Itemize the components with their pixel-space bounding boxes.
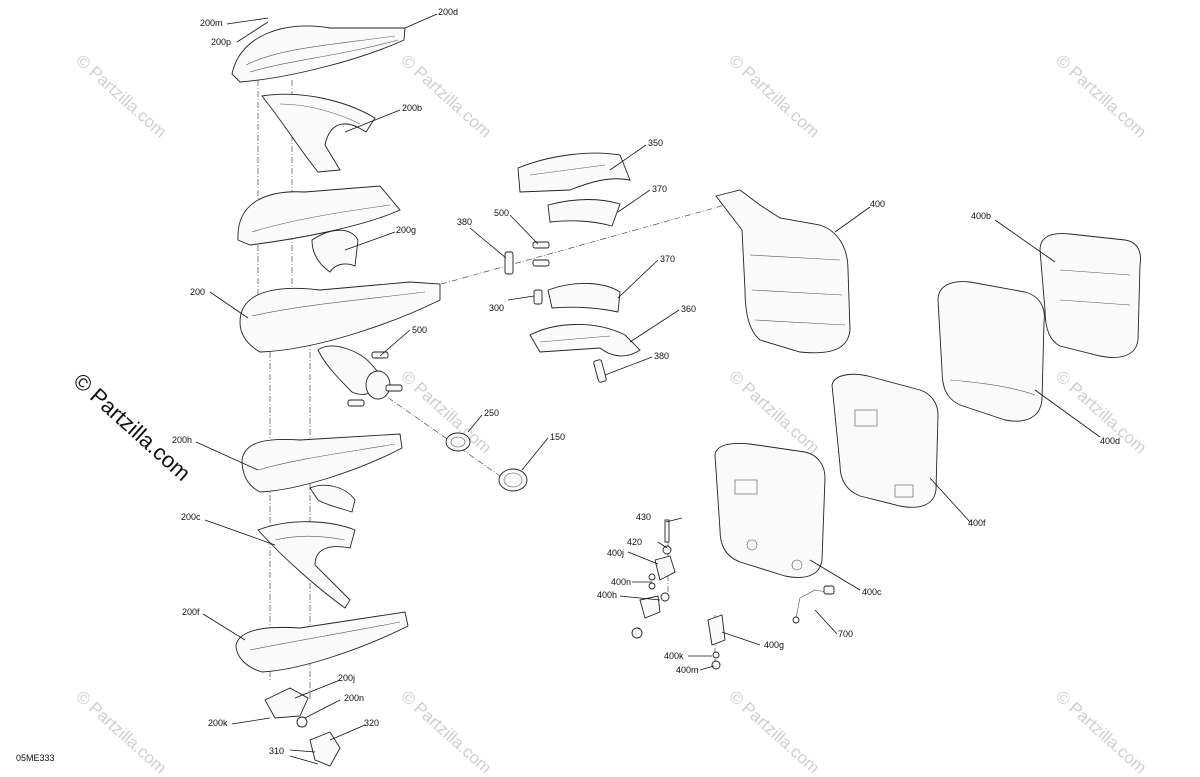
callout-400d: 400d [1100,436,1120,446]
callout-500-upper: 500 [494,208,509,218]
watermark: © Partzilla.com [72,687,170,777]
callout-320: 320 [364,718,379,728]
callout-310: 310 [269,746,284,756]
callout-200p: 200p [211,37,231,47]
callout-250: 250 [484,408,499,418]
part-380-upper-clamp [504,251,514,275]
main-watermark: © Partzilla.com [69,368,196,486]
callout-380-lower: 380 [654,351,669,361]
callout-400k: 400k [664,651,684,661]
part-250-ring [445,432,471,452]
callout-400h: 400h [597,590,617,600]
watermark: © Partzilla.com [397,687,495,777]
callout-300: 300 [489,303,504,313]
part-200g-shield [237,185,401,273]
part-200-muffler-body [239,281,441,400]
part-380-lower-clamp [593,359,607,383]
part-500-springs-lower [347,351,403,407]
callout-200n: 200n [344,693,364,703]
part-400-muffler [715,189,851,354]
callout-400c: 400c [862,587,882,597]
part-300-gasket [533,289,543,305]
callout-370-upper: 370 [652,184,667,194]
part-350-shield [517,152,631,193]
part-360-pipe [529,324,641,357]
callout-380-upper: 380 [457,217,472,227]
callout-200g: 200g [396,225,416,235]
callout-400g: 400g [764,640,784,650]
callout-200: 200 [190,287,205,297]
callout-370-lower: 370 [660,254,675,264]
part-400d-heat-shield [937,281,1045,422]
callout-400: 400 [870,199,885,209]
part-200c-shield [257,521,356,609]
watermark: © Partzilla.com [1052,51,1150,142]
callout-200m: 200m [200,18,223,28]
callout-500-lower: 500 [412,325,427,335]
callout-200b: 200b [402,103,422,113]
callout-360: 360 [681,304,696,314]
callout-400j: 400j [607,548,624,558]
part-320-bracket [309,731,341,767]
callout-200c: 200c [181,512,201,522]
watermark: © Partzilla.com [725,51,823,142]
callout-400m: 400m [676,665,699,675]
part-370-upper-shield [547,199,621,227]
callout-430: 430 [636,512,651,522]
diagram-code: 05ME333 [16,753,55,763]
callout-400n: 400n [611,577,631,587]
callout-420: 420 [627,537,642,547]
part-200d-upper-cover [231,25,406,83]
watermark: © Partzilla.com [725,687,823,777]
callout-700: 700 [838,629,853,639]
watermark: © Partzilla.com [397,51,495,142]
callout-400f: 400f [968,518,986,528]
part-370-lower-shield [547,282,621,313]
part-400c-heat-shield [714,443,826,578]
watermark: © Partzilla.com [72,51,170,142]
part-150-ring [498,468,528,492]
part-200h-shield [241,433,403,513]
part-200j-bracket [264,687,309,728]
callout-200d: 200d [438,7,458,17]
callout-350: 350 [648,138,663,148]
part-400f-heat-shield [831,373,939,508]
part-400-mount-hardware [631,519,726,670]
part-200b-shield [261,93,376,173]
watermark: © Partzilla.com [1052,687,1150,777]
callout-labels: 200m 200p 200d 200b 200g 200 200h 200c 2… [172,7,1120,756]
part-500-springs-upper [532,241,550,267]
part-200f-lower-cover [235,611,409,673]
callout-200j: 200j [338,673,355,683]
callout-200f: 200f [182,607,200,617]
callout-400b: 400b [971,211,991,221]
leader-lines [195,13,1101,765]
part-700-sensor [792,585,835,624]
callout-150: 150 [550,432,565,442]
part-400b-heat-shield [1039,233,1141,358]
callout-200h: 200h [172,435,192,445]
callout-200k: 200k [208,718,228,728]
